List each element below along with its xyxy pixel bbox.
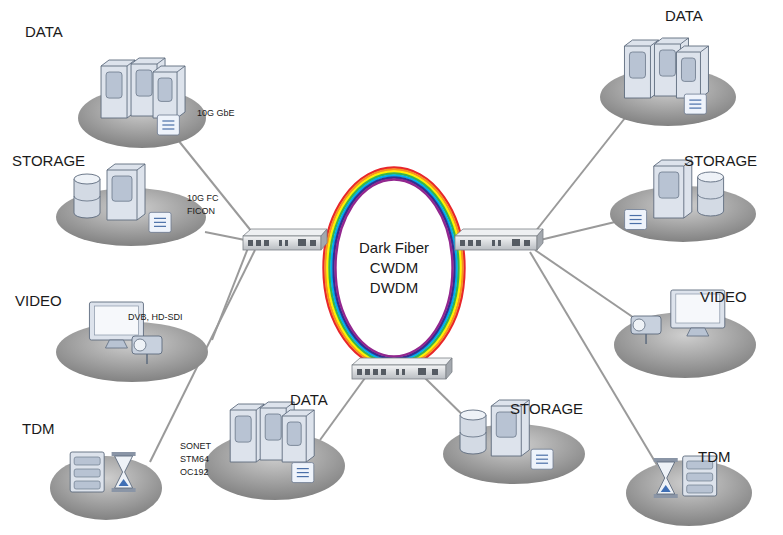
site-heading: DATA [665, 8, 703, 23]
protocol-label: 10G GbE [197, 107, 235, 120]
site-illustration [614, 312, 756, 378]
site-illustration [600, 68, 736, 126]
protocol-label: SONET STM64 OC192 [180, 440, 220, 479]
site-illustration [56, 322, 208, 382]
site-heading: TDM [698, 449, 731, 464]
site-heading: VIDEO [700, 289, 747, 304]
site-illustration [78, 88, 206, 148]
ring-label: Dark Fiber CWDM DWDM [352, 238, 436, 299]
site-illustration [205, 432, 345, 500]
client-site: VIDEODVB, HD-SDI [56, 322, 208, 382]
site-heading: DATA [290, 392, 328, 407]
protocol-label: DVB, HD-SDI [128, 311, 183, 324]
dark-fiber-ring: Dark Fiber CWDM DWDM [322, 166, 466, 370]
site-heading: TDM [22, 421, 55, 436]
mux-right [455, 229, 543, 250]
site-heading: STORAGE [684, 153, 757, 168]
client-site: STORAGE [610, 186, 756, 242]
site-heading: VIDEO [15, 293, 62, 308]
client-site: VIDEO [614, 312, 756, 378]
client-site: STORAGE [443, 424, 585, 484]
site-heading: DATA [25, 24, 63, 39]
protocol-label: 10G FC FICON [187, 192, 227, 218]
client-site: TDMSONET STM64 OC192 [50, 456, 162, 520]
site-illustration [443, 424, 585, 484]
client-site: DATA [205, 432, 345, 500]
site-illustration [626, 460, 752, 526]
mux-left [243, 229, 327, 250]
site-heading: STORAGE [12, 153, 85, 168]
site-heading: STORAGE [510, 401, 583, 416]
client-site: DATA10G GbE [78, 88, 206, 148]
site-illustration [50, 456, 162, 520]
client-site: DATA [600, 68, 736, 126]
mux-bottom [352, 358, 452, 379]
site-illustration [610, 186, 756, 242]
client-site: TDM [626, 460, 752, 526]
site-illustration [56, 188, 206, 246]
client-site: STORAGE10G FC FICON [56, 188, 206, 246]
